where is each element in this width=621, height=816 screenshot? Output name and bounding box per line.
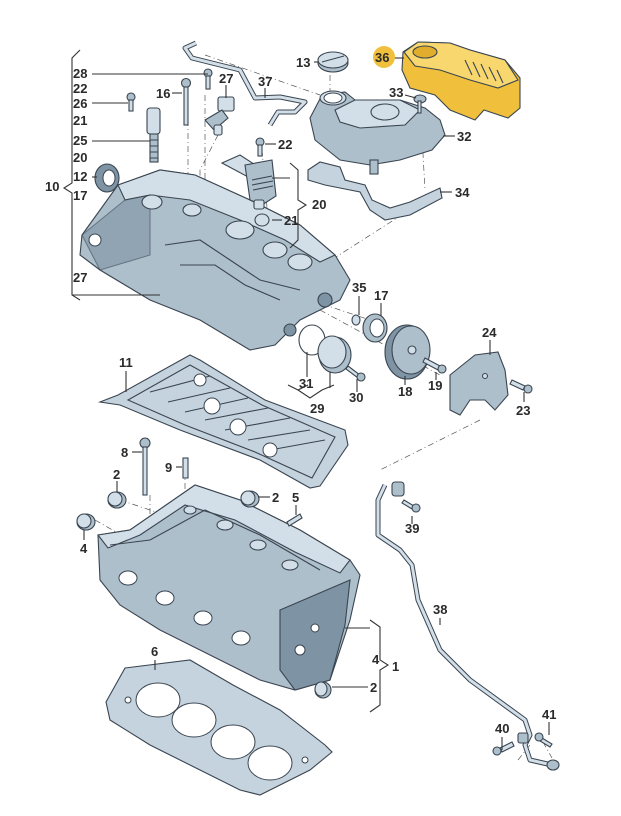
bolt-23[interactable] xyxy=(509,379,533,394)
group-brackets xyxy=(62,49,390,713)
label-25[interactable]: 25 xyxy=(73,133,87,148)
label-19[interactable]: 19 xyxy=(428,378,442,393)
label-24[interactable]: 24 xyxy=(482,325,497,340)
seal-ring-21[interactable] xyxy=(254,213,270,227)
bolt-16[interactable] xyxy=(180,77,192,126)
sealing-plug-2-left[interactable] xyxy=(107,491,127,509)
label-4-left[interactable]: 4 xyxy=(80,541,88,556)
label-28[interactable]: 28 xyxy=(73,66,87,81)
oil-separator-32[interactable] xyxy=(309,90,446,175)
label-5[interactable]: 5 xyxy=(292,490,299,505)
bolt-26[interactable] xyxy=(126,92,136,112)
oil-seal-12[interactable] xyxy=(94,163,120,193)
dowel-pin-5[interactable] xyxy=(286,513,303,527)
head-bolt-8[interactable] xyxy=(139,437,151,496)
stud-9[interactable] xyxy=(182,457,189,479)
camshaft-adjuster-valve-25[interactable] xyxy=(146,107,161,163)
breather-hose-37[interactable] xyxy=(182,40,308,127)
label-18[interactable]: 18 xyxy=(398,384,412,399)
label-29[interactable]: 29 xyxy=(310,401,324,416)
label-35[interactable]: 35 xyxy=(352,280,366,295)
label-23[interactable]: 23 xyxy=(516,403,530,418)
label-26[interactable]: 26 xyxy=(73,96,87,111)
sealing-plug-2-right[interactable] xyxy=(240,490,260,508)
label-38[interactable]: 38 xyxy=(433,602,447,617)
label-4-right[interactable]: 4 xyxy=(372,652,380,667)
label-20-left[interactable]: 20 xyxy=(73,150,87,165)
leader-lines xyxy=(83,57,550,750)
valve-cover-gasket-11[interactable] xyxy=(97,354,349,489)
timing-cover-24[interactable] xyxy=(449,351,509,416)
label-11[interactable]: 11 xyxy=(119,355,133,370)
oil-line-38[interactable] xyxy=(375,481,560,771)
label-40[interactable]: 40 xyxy=(495,721,509,736)
oil-seal-17[interactable] xyxy=(362,313,388,343)
label-34[interactable]: 34 xyxy=(455,185,470,200)
bolt-28[interactable] xyxy=(203,68,213,90)
camshaft-sprocket-18[interactable] xyxy=(384,324,431,380)
label-39[interactable]: 39 xyxy=(405,521,419,536)
bolt-30[interactable] xyxy=(345,365,366,382)
hall-sender-27[interactable] xyxy=(204,96,235,136)
label-13[interactable]: 13 xyxy=(296,55,310,70)
bolt-22[interactable] xyxy=(255,137,265,157)
label-12[interactable]: 12 xyxy=(73,169,87,184)
label-10[interactable]: 10 xyxy=(45,179,59,194)
seal-ring-35[interactable] xyxy=(351,314,361,326)
label-20-right[interactable]: 20 xyxy=(312,197,326,212)
part-labels: 28 22 26 21 25 20 12 10 17 27 16 27 37 2… xyxy=(45,46,556,736)
ignition-coil-20[interactable] xyxy=(220,154,277,210)
sealing-plug-4[interactable] xyxy=(76,513,96,531)
oil-filler-cap-13[interactable] xyxy=(317,51,349,73)
label-41[interactable]: 41 xyxy=(542,707,556,722)
label-27-left[interactable]: 27 xyxy=(73,270,87,285)
label-17-left[interactable]: 17 xyxy=(73,188,87,203)
bolt-19[interactable] xyxy=(422,357,447,374)
bolt-40[interactable] xyxy=(492,741,515,756)
gasket-34[interactable] xyxy=(307,161,443,221)
cylinder-head-gasket-6[interactable] xyxy=(105,659,333,796)
label-36-highlight xyxy=(373,46,395,68)
bolt-33[interactable] xyxy=(413,94,427,114)
cover-cap-29[interactable] xyxy=(317,335,352,374)
camshaft-housing[interactable] xyxy=(79,169,351,351)
cylinder-head[interactable] xyxy=(96,484,361,691)
label-36[interactable]: 36 xyxy=(375,50,389,65)
label-32[interactable]: 32 xyxy=(457,129,471,144)
label-22-right[interactable]: 22 xyxy=(278,137,292,152)
cover-36-highlighted[interactable] xyxy=(401,41,521,121)
label-22-left[interactable]: 22 xyxy=(73,81,87,96)
label-21-right[interactable]: 21 xyxy=(284,213,298,228)
label-6[interactable]: 6 xyxy=(151,644,158,659)
label-2-lower[interactable]: 2 xyxy=(370,680,377,695)
label-33[interactable]: 33 xyxy=(389,85,403,100)
label-31[interactable]: 31 xyxy=(299,376,313,391)
label-1[interactable]: 1 xyxy=(392,659,399,674)
label-30[interactable]: 30 xyxy=(349,390,363,405)
label-9[interactable]: 9 xyxy=(165,460,172,475)
label-27-sensor[interactable]: 27 xyxy=(219,71,233,86)
label-8[interactable]: 8 xyxy=(121,445,128,460)
label-37[interactable]: 37 xyxy=(258,74,272,89)
label-21-left[interactable]: 21 xyxy=(73,113,87,128)
sealing-plug-2-lower[interactable] xyxy=(314,681,332,699)
label-2-top-right[interactable]: 2 xyxy=(272,490,279,505)
label-16[interactable]: 16 xyxy=(156,86,170,101)
label-17-right[interactable]: 17 xyxy=(374,288,388,303)
bolt-39[interactable] xyxy=(401,499,421,513)
label-2-top-left[interactable]: 2 xyxy=(113,467,120,482)
bolt-41[interactable] xyxy=(534,732,553,748)
